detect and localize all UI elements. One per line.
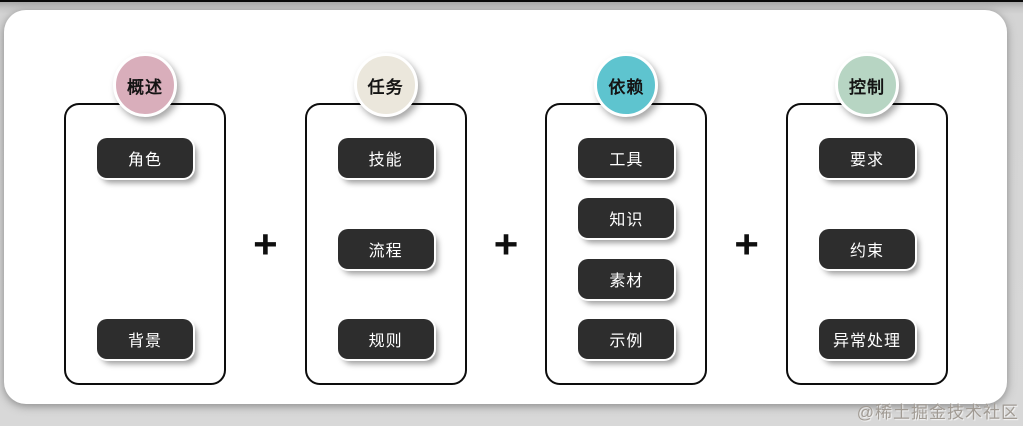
- pill-tool: 工具: [578, 138, 675, 178]
- plus-icon: +: [253, 221, 278, 266]
- box-overview: 角色 背景: [64, 103, 226, 385]
- pill-exception-handling: 异常处理: [819, 319, 916, 359]
- badge-control: 控制: [835, 53, 900, 117]
- column-control: 控制 要求 约束 异常处理: [786, 53, 949, 385]
- diagram-card: 概述 角色 背景 + 任务 技能 流程 规则 +: [4, 10, 1007, 404]
- pill-process: 流程: [337, 228, 434, 269]
- badge-overview: 概述: [113, 53, 177, 117]
- box-control: 要求 约束 异常处理: [786, 103, 949, 385]
- badge-task: 任务: [353, 53, 418, 117]
- top-edge-line: [0, 0, 1023, 2]
- plus-icon: +: [734, 221, 759, 266]
- column-overview: 概述 角色 背景: [64, 53, 226, 385]
- pill-knowledge: 知识: [578, 198, 675, 239]
- pill-background: 背景: [97, 319, 193, 359]
- pill-material: 素材: [578, 258, 675, 299]
- box-dependency: 工具 知识 素材 示例: [545, 103, 708, 385]
- box-task: 技能 流程 规则: [304, 103, 467, 385]
- pill-requirement: 要求: [819, 138, 916, 178]
- plus-separator-3: +: [707, 103, 786, 385]
- pill-role: 角色: [97, 138, 193, 178]
- diagram-row: 概述 角色 背景 + 任务 技能 流程 规则 +: [64, 53, 949, 385]
- watermark: @稀土掘金技术社区: [856, 403, 1019, 422]
- plus-separator-2: +: [467, 103, 546, 385]
- pill-rule: 规则: [337, 319, 434, 359]
- pill-skill: 技能: [337, 138, 434, 178]
- plus-icon: +: [493, 221, 519, 266]
- column-task: 任务 技能 流程 规则: [304, 53, 467, 385]
- pill-example: 示例: [578, 318, 675, 359]
- badge-dependency: 依赖: [594, 53, 659, 117]
- pill-constraint: 约束: [819, 228, 916, 269]
- plus-separator-1: +: [226, 103, 305, 385]
- column-dependency: 依赖 工具 知识 素材 示例: [545, 53, 708, 385]
